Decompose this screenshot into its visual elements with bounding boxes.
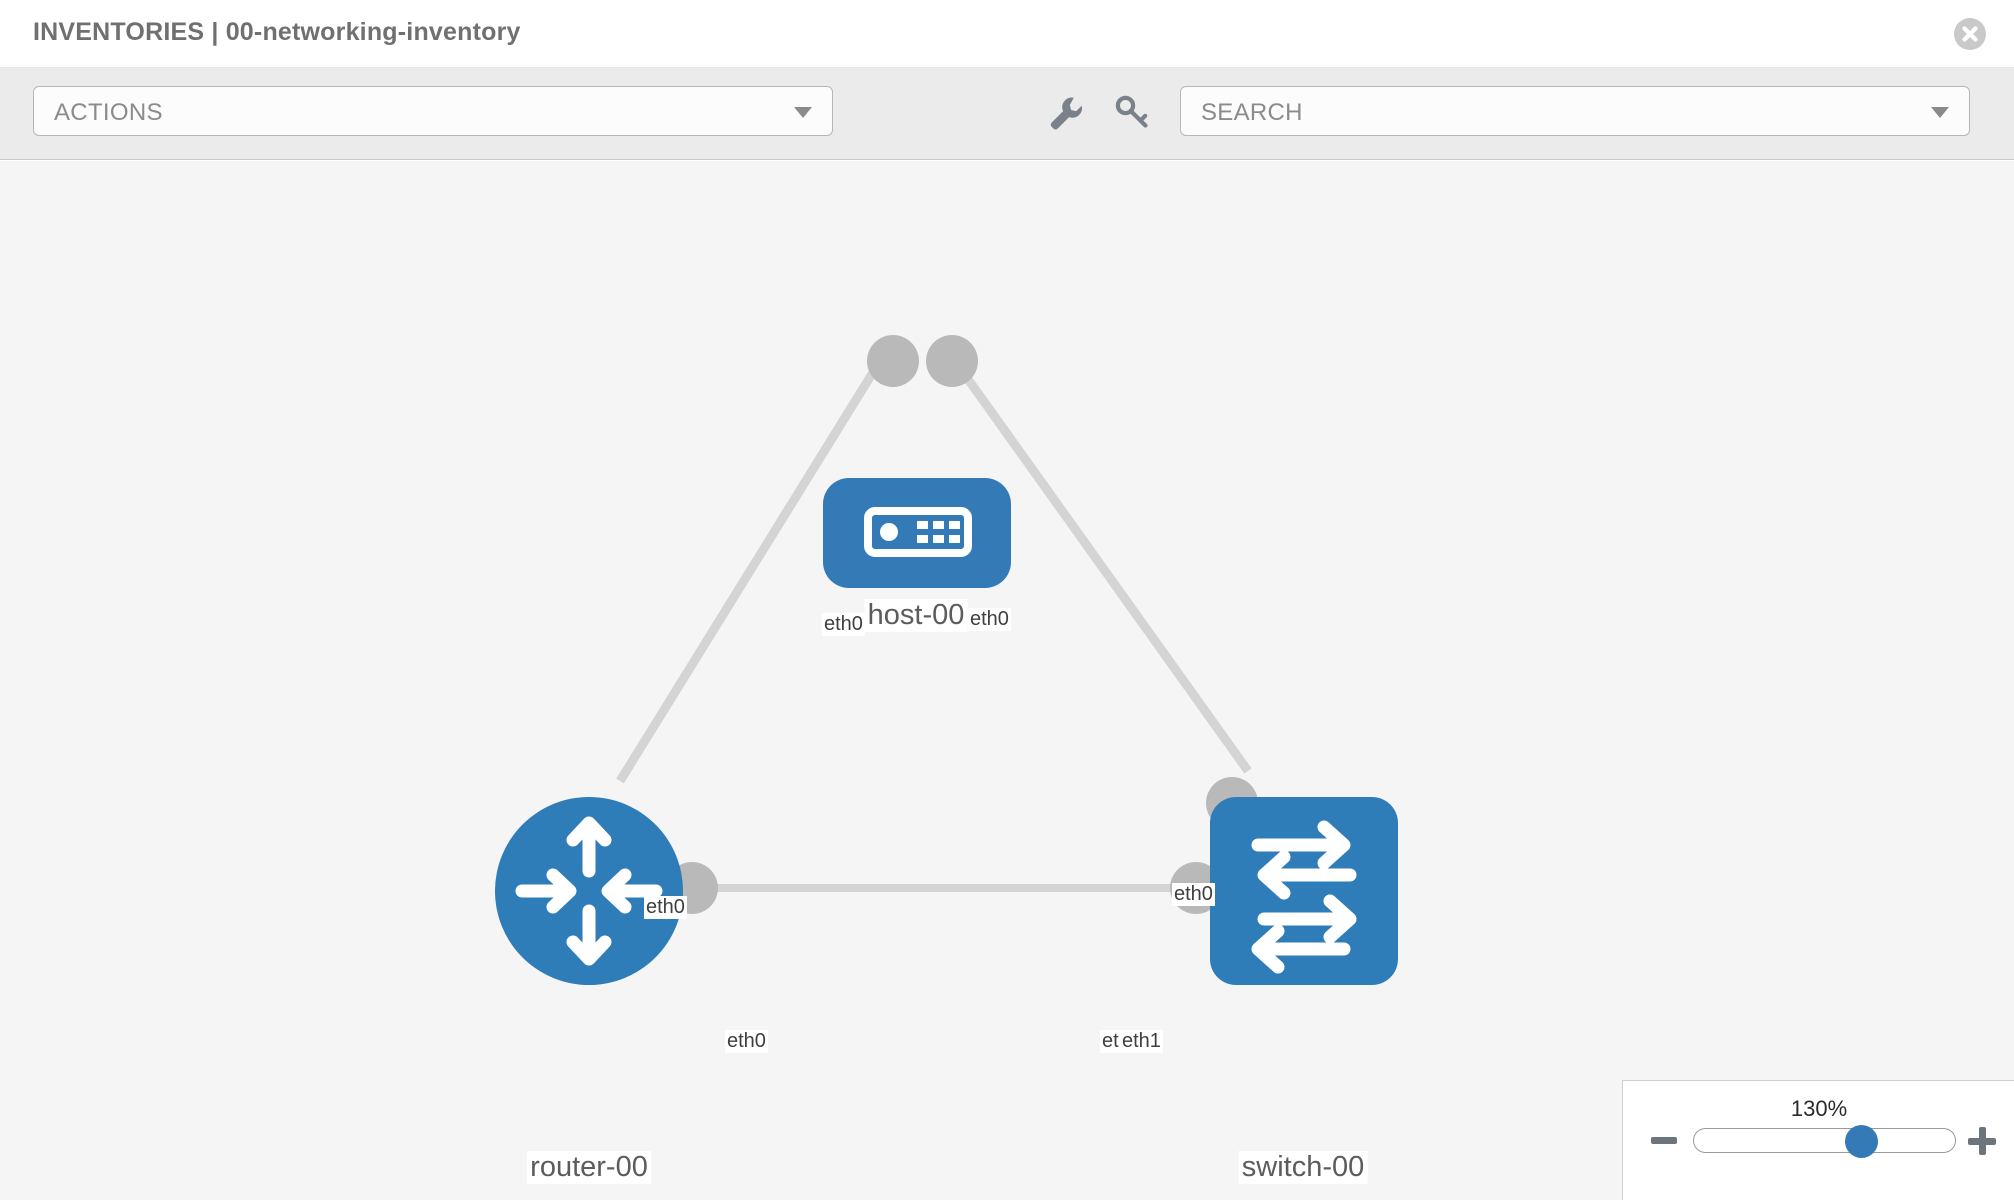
link-layer (616, 358, 1252, 892)
page-header: INVENTORIES | 00-networking-inventory (0, 0, 2014, 68)
chevron-down-icon (794, 107, 812, 118)
actions-dropdown[interactable]: ACTIONS (33, 86, 833, 136)
node-label-router-00: router-00 (527, 1151, 651, 1184)
zoom-percent-label: 130% (1790, 1096, 1848, 1121)
node-router-00[interactable] (495, 797, 683, 985)
plus-icon[interactable] (1968, 1127, 1996, 1155)
switch-arrows-icon (1251, 820, 1357, 974)
interface-label: eth0 (968, 608, 1011, 631)
interface-label: eth1 (1120, 1030, 1163, 1053)
topology-graph (495, 335, 1398, 985)
link-host-switch[interactable] (951, 358, 1252, 774)
node-label-switch-00: switch-00 (1238, 1151, 1368, 1184)
zoom-control-panel: 130% (1622, 1080, 2014, 1200)
interface-label: eth0 (822, 613, 865, 636)
router-arrows-icon (515, 816, 663, 966)
page-title: INVENTORIES | 00-networking-inventory (33, 18, 521, 46)
interface-label: eth0 (1172, 883, 1215, 906)
minus-icon[interactable] (1651, 1137, 1677, 1144)
node-label-host-00: host-00 (864, 599, 968, 632)
interface-connector[interactable] (867, 335, 919, 387)
interface-connector[interactable] (926, 335, 978, 387)
chevron-down-icon (1931, 107, 1949, 118)
key-icon[interactable] (1112, 92, 1152, 132)
link-host-router[interactable] (616, 358, 884, 784)
server-icon (864, 507, 972, 557)
interface-label: eth0 (644, 896, 687, 919)
interface-label: eth0 (725, 1030, 768, 1053)
zoom-slider-handle[interactable] (1845, 1125, 1878, 1158)
node-switch-00[interactable] (1210, 797, 1398, 985)
search-input[interactable]: SEARCH (1180, 86, 1970, 136)
close-icon[interactable] (1954, 18, 1986, 50)
actions-dropdown-label: ACTIONS (54, 99, 163, 126)
topology-canvas[interactable]: host-00 router-00 switch-00 eth0 eth0 et… (0, 161, 2014, 1200)
wrench-icon[interactable] (1045, 92, 1085, 132)
zoom-slider-track[interactable] (1693, 1128, 1956, 1153)
search-placeholder: SEARCH (1201, 99, 1303, 126)
node-host-00[interactable] (823, 478, 1011, 588)
